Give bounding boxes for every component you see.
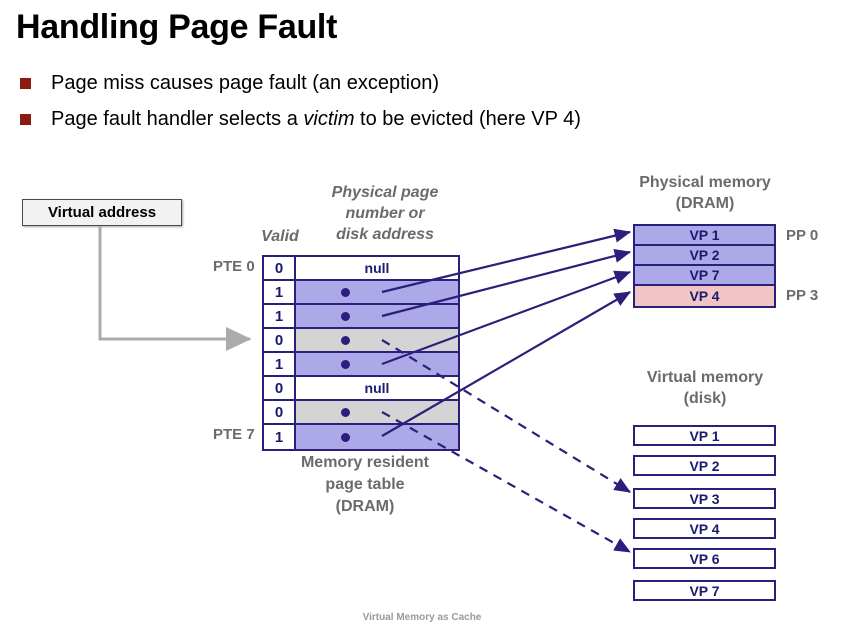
page-table-entry-cell: [296, 401, 458, 423]
physical-memory-row: VP 4: [635, 286, 774, 306]
page-table-entry-cell: null: [296, 257, 458, 279]
page-table-caption-line-3: (DRAM): [335, 498, 395, 515]
page-table-entry-cell: null: [296, 377, 458, 399]
virtual-memory-caption-line-2: (disk): [683, 390, 727, 407]
bullet-text-after: to be evicted (here VP 4): [354, 108, 581, 130]
page-table-pointer-dot-icon: [341, 360, 350, 369]
bullet-emphasis: victim: [303, 108, 355, 130]
page-table-entry-cell: [296, 281, 458, 303]
page-table-valid-cell: 0: [264, 401, 296, 423]
footer-note: Virtual Memory as Cache: [362, 612, 482, 623]
page-title: Handling Page Fault: [16, 8, 338, 46]
page-table-row: 1: [264, 281, 458, 305]
page-table-pointer-dot-icon: [341, 336, 350, 345]
physical-page-last-label: PP 3: [786, 287, 819, 304]
page-table-caption-line-1: Memory resident: [300, 454, 430, 471]
bullet-square-icon: [20, 114, 31, 125]
virtual-memory-row: VP 3: [633, 488, 776, 509]
virtual-address-box: Virtual address: [22, 199, 182, 226]
page-table-row: 1: [264, 425, 458, 449]
bullet-text-before: Page fault handler selects a: [51, 108, 304, 130]
page-table-valid-cell: 1: [264, 281, 296, 303]
page-table-pointer-dot-icon: [341, 433, 350, 442]
page-table-entry-cell: [296, 329, 458, 351]
ppn-header-line-1: Physical page: [331, 184, 439, 201]
virtual-memory-row: VP 4: [633, 518, 776, 539]
bullet-text-before: Page miss causes page fault (an exceptio…: [51, 72, 439, 94]
physical-page-first-label: PP 0: [786, 227, 819, 244]
page-table-valid-cell: 1: [264, 425, 296, 449]
page-table-row: 1: [264, 353, 458, 377]
physical-memory-row: VP 1: [635, 226, 774, 246]
page-table-row: 0: [264, 401, 458, 425]
page-table-entry-cell: [296, 305, 458, 327]
bullet-square-icon: [20, 78, 31, 89]
virtual-memory-row: VP 2: [633, 455, 776, 476]
page-table-row: 0: [264, 329, 458, 353]
pte-last-label: PTE 7: [213, 426, 255, 443]
page-table-entry-cell: [296, 425, 458, 449]
virtual-memory-row: VP 1: [633, 425, 776, 446]
pte-first-label: PTE 0: [213, 258, 255, 275]
bullet-item: Page fault handler selects a victim to b…: [20, 108, 581, 131]
page-table-caption-line-2: page table: [325, 476, 405, 493]
page-table-valid-cell: 1: [264, 305, 296, 327]
virtual-memory-caption: Virtual memory (disk): [610, 367, 800, 409]
bullet-text: Page miss causes page fault (an exceptio…: [51, 72, 439, 95]
page-table-caption: Memory resident page table (DRAM): [285, 452, 445, 518]
page-table-valid-header: Valid: [261, 228, 299, 245]
ppn-header-line-2: number or: [345, 205, 425, 222]
bullet-item: Page miss causes page fault (an exceptio…: [20, 72, 439, 95]
page-table-valid-cell: 0: [264, 329, 296, 351]
page-table-valid-cell: 0: [264, 257, 296, 279]
physical-memory-caption: Physical memory (DRAM): [610, 172, 800, 214]
page-table-row: 1: [264, 305, 458, 329]
physical-memory-caption-line-1: Physical memory: [639, 174, 771, 191]
virtual-memory-caption-line-1: Virtual memory: [646, 369, 764, 386]
page-table-pointer-dot-icon: [341, 288, 350, 297]
virtual-memory-row: VP 7: [633, 580, 776, 601]
page-table-valid-cell: 1: [264, 353, 296, 375]
physical-memory-row: VP 2: [635, 246, 774, 266]
bullet-text: Page fault handler selects a victim to b…: [51, 108, 581, 131]
physical-memory-caption-line-2: (DRAM): [675, 195, 735, 212]
ppn-header-line-3: disk address: [336, 226, 434, 243]
page-table-pointer-dot-icon: [341, 408, 350, 417]
virtual-address-label: Virtual address: [47, 204, 157, 221]
page-table-ppn-header: Physical page number or disk address: [310, 182, 460, 245]
page-table-entry-cell: [296, 353, 458, 375]
virtual-memory-row: VP 6: [633, 548, 776, 569]
page-table-pointer-dot-icon: [341, 312, 350, 321]
physical-memory-row: VP 7: [635, 266, 774, 286]
page-table-valid-cell: 0: [264, 377, 296, 399]
